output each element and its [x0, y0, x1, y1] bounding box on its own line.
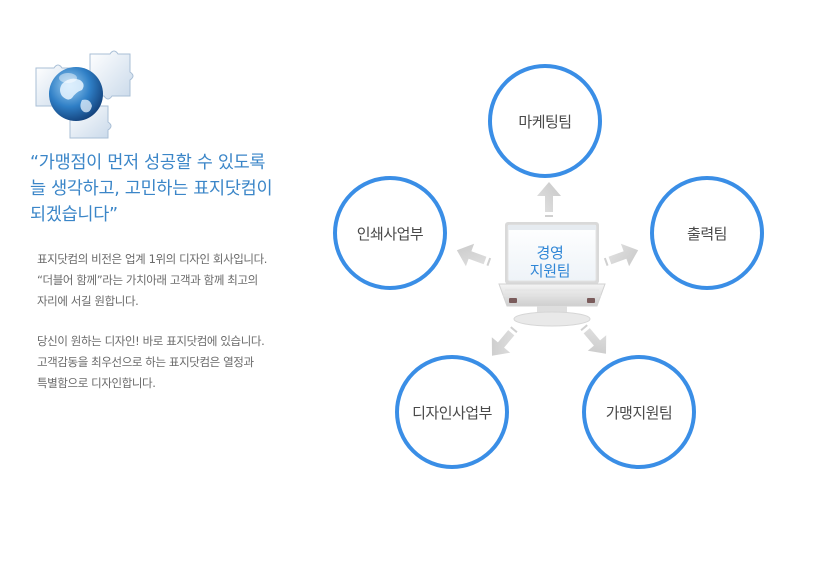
team-node-output: 출력팀: [650, 176, 764, 290]
team-node-franchise-support: 가맹지원팀: [582, 355, 696, 469]
team-label: 디자인사업부: [412, 403, 492, 422]
mission-paragraph: 당신이 원하는 디자인! 바로 표지닷컴에 있습니다. 고객감동을 최우선으로 …: [37, 331, 327, 394]
center-label-line: 지원팀: [529, 262, 571, 280]
center-team-label: 경영 지원팀: [512, 244, 588, 280]
headline-quote: “가맹점이 먼저 성공할 수 있도록 늘 생각하고, 고민하는 표지닷컴이 되겠…: [30, 150, 330, 228]
arrow-icon: [537, 182, 561, 217]
arrow-icon: [491, 326, 518, 356]
paragraph-line: 당신이 원하는 디자인! 바로 표지닷컴에 있습니다.: [37, 334, 265, 348]
paragraph-line: “더블어 함께”라는 가치아래 고객과 함께 최고의: [37, 273, 258, 287]
headline-line: 늘 생각하고, 고민하는 표지닷컴이: [30, 179, 273, 199]
monitor-icon: [498, 222, 606, 327]
arrows-layer: [456, 182, 639, 356]
team-label: 가맹지원팀: [605, 403, 673, 422]
vision-paragraph: 표지닷컴의 비전은 업계 1위의 디자인 회사입니다. “더블어 함께”라는 가…: [37, 249, 327, 312]
team-node-design-division: 디자인사업부: [395, 355, 509, 469]
team-node-marketing: 마케팅팀: [488, 64, 602, 178]
globe-puzzle-logo-icon: [35, 50, 134, 139]
headline-line: “가맹점이 먼저 성공할 수 있도록: [30, 153, 266, 173]
paragraph-line: 표지닷컴의 비전은 업계 1위의 디자인 회사입니다.: [37, 252, 268, 266]
arrow-icon: [580, 324, 607, 354]
paragraph-line: 특별함으로 디자인합니다.: [37, 376, 156, 390]
headline-line: 되겠습니다”: [30, 205, 118, 225]
team-node-printing-division: 인쇄사업부: [333, 176, 447, 290]
paragraph-line: 자리에 서길 원합니다.: [37, 294, 139, 308]
paragraph-line: 고객감동을 최우선으로 하는 표지닷컴은 열정과: [37, 355, 254, 369]
team-label: 마케팅팀: [518, 112, 572, 131]
team-label: 인쇄사업부: [356, 224, 424, 243]
arrow-icon: [456, 243, 492, 267]
arrow-icon: [603, 243, 639, 267]
center-label-line: 경영: [536, 244, 564, 262]
team-label: 출력팀: [687, 224, 727, 243]
org-diagram: 경영 지원팀 마케팅팀 출력팀 가맹지원팀 디자인사업부 인쇄사업부: [325, 55, 805, 475]
